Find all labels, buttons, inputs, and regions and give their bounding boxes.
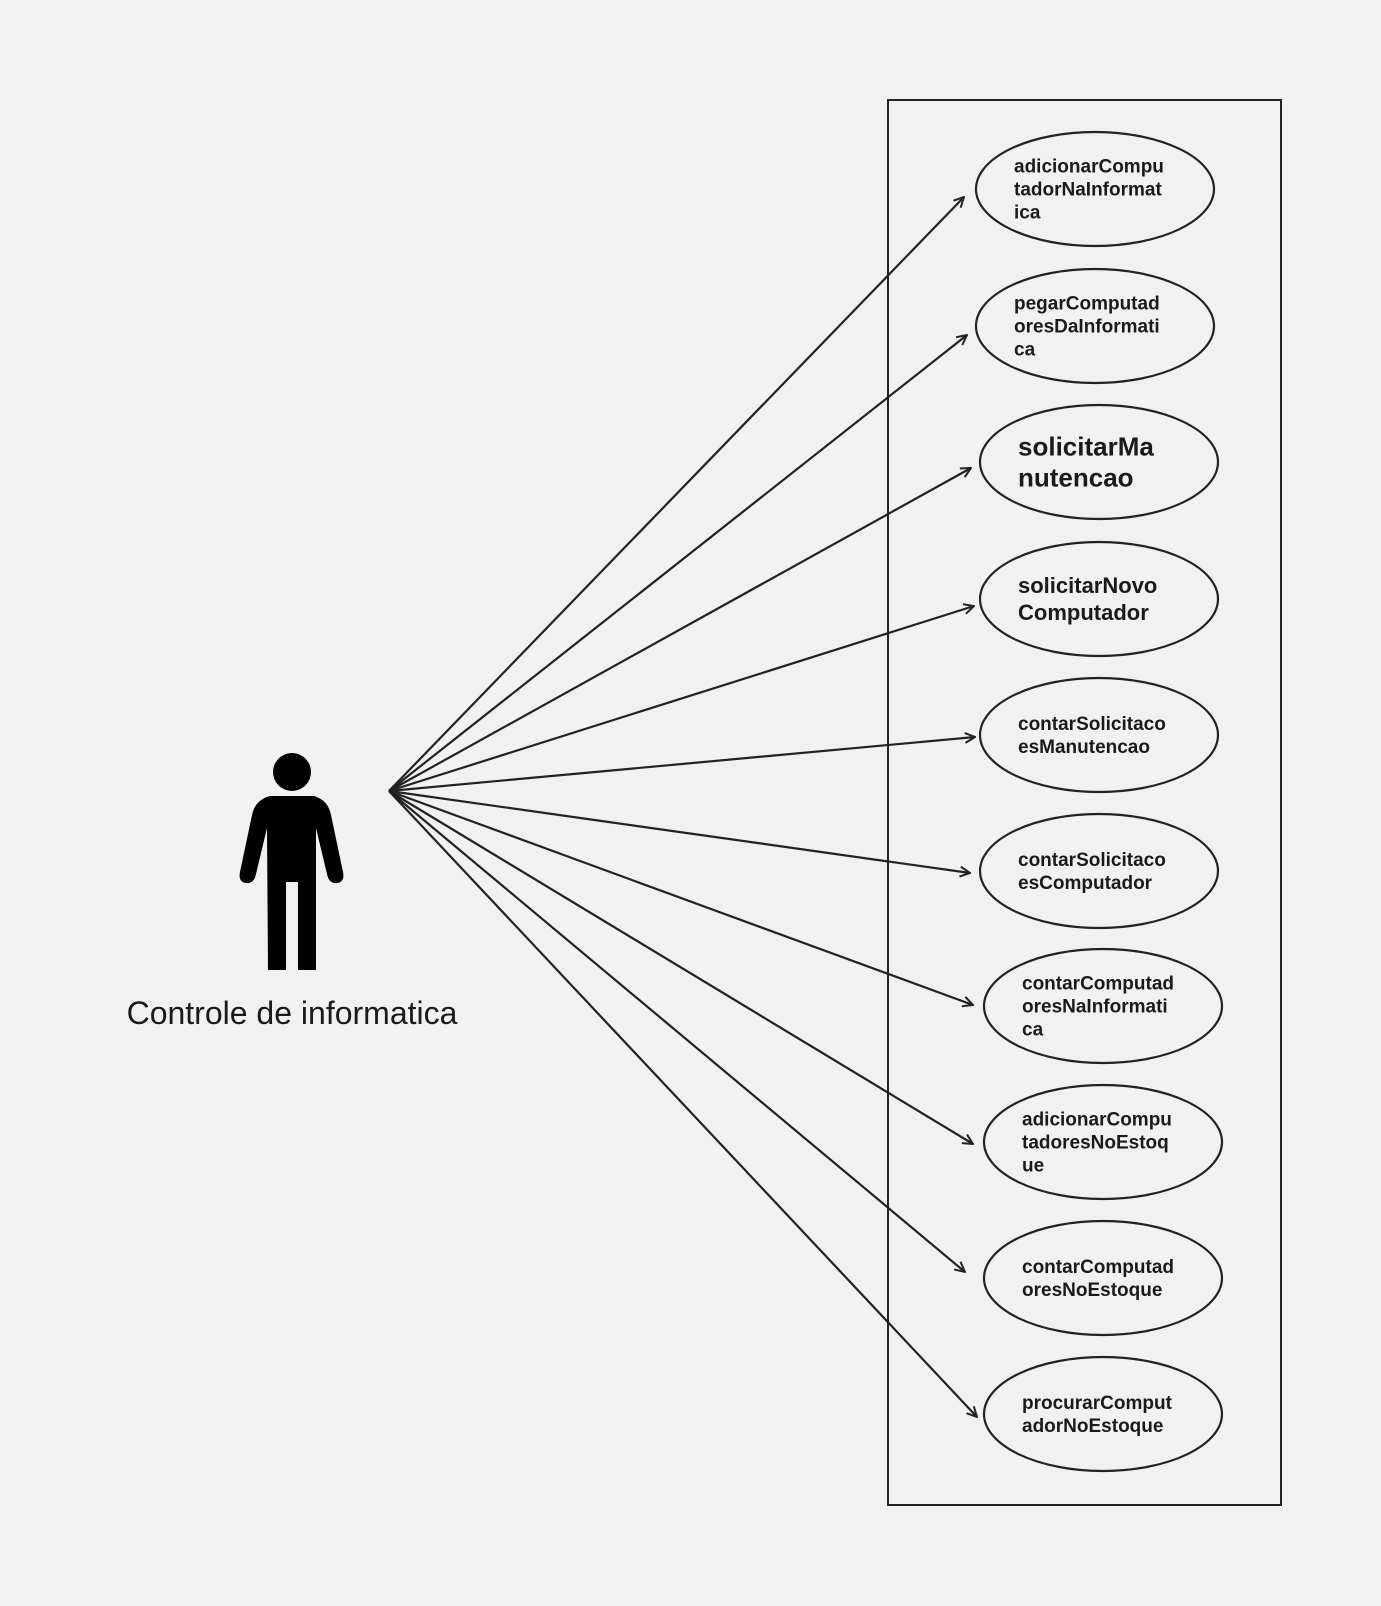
use-case-label-line: oresNoEstoque — [1022, 1280, 1162, 1301]
use-case-ellipse — [978, 812, 1220, 930]
association-arrow — [388, 197, 964, 792]
association-arrow — [388, 790, 977, 1417]
association-arrow — [388, 606, 974, 793]
use-case-label-line: contarSolicitaco — [1018, 714, 1166, 735]
use-case-label-line: contarComputad — [1022, 974, 1174, 995]
use-cases: adicionarComputadorNaInformaticapegarCom… — [974, 130, 1224, 1473]
use-case-label-line: ica — [1014, 203, 1041, 224]
use-case-ellipse — [974, 267, 1216, 385]
use-case-ellipse — [978, 403, 1220, 521]
association-arrow — [388, 789, 973, 1005]
use-case-ellipse — [982, 1355, 1224, 1473]
actor[interactable]: Controle de informatica — [127, 753, 458, 1031]
use-case-label-line: ue — [1022, 1156, 1044, 1177]
use-case-label-line: contarSolicitaco — [1018, 850, 1166, 871]
use-case-label-line: adicionarCompu — [1022, 1110, 1172, 1131]
use-case-label-line: adicionarCompu — [1014, 157, 1164, 178]
use-case-label-line: esManutencao — [1018, 737, 1150, 758]
system-boundary — [887, 99, 1282, 1506]
association-arrow — [388, 468, 971, 792]
use-case-label-line: tadorNaInformat — [1014, 180, 1162, 201]
use-case-label-line: nutencao — [1018, 463, 1134, 493]
use-case-label-line: ca — [1014, 340, 1036, 361]
use-case-label-line: pegarComputad — [1014, 294, 1160, 315]
use-case-ellipse — [974, 130, 1216, 248]
use-case-label-line: esComputador — [1018, 873, 1153, 894]
actor-label: Controle de informatica — [127, 995, 458, 1031]
use-case-label-line: contarComputad — [1022, 1257, 1174, 1278]
association-arrow — [388, 790, 965, 1272]
use-case-ellipse — [982, 947, 1224, 1065]
use-case-ellipse — [978, 540, 1220, 658]
use-case-ellipse — [978, 676, 1220, 794]
use-case-label-line: adorNoEstoque — [1022, 1416, 1163, 1437]
use-case-label-line: Computador — [1018, 600, 1149, 625]
use-case-label-line: procurarComput — [1022, 1393, 1173, 1414]
association-arrow — [388, 789, 970, 873]
use-case-label-line: tadoresNoEstoq — [1022, 1133, 1169, 1154]
use-case-ellipse — [982, 1083, 1224, 1201]
association-arrow — [388, 335, 967, 792]
use-case-ellipse — [982, 1219, 1224, 1337]
association-arrow — [388, 790, 973, 1144]
use-case-label-line: ca — [1022, 1020, 1044, 1041]
use-case-label-line: oresDaInformati — [1014, 317, 1160, 338]
use-case-label-line: solicitarNovo — [1018, 573, 1157, 598]
use-case-label-line: solicitarMa — [1018, 432, 1154, 462]
association-arrow — [388, 737, 975, 793]
person-icon — [239, 753, 344, 970]
association-lines — [388, 197, 977, 1417]
use-case-label-line: oresNaInformati — [1022, 997, 1168, 1018]
